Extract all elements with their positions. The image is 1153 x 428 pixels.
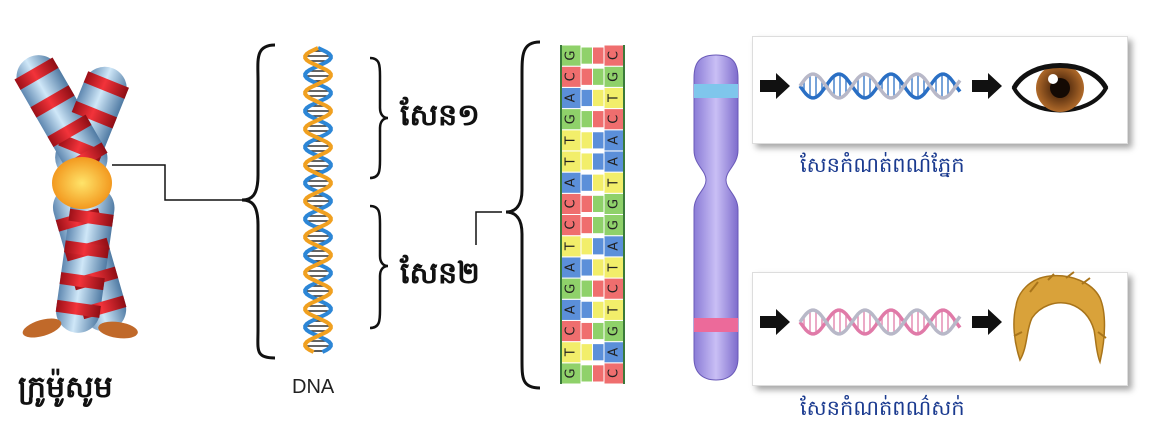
base-letter: C — [564, 326, 579, 335]
base-letter: G — [564, 284, 579, 294]
base-letter: A — [564, 263, 579, 272]
base-letter: A — [607, 348, 622, 357]
dna-helix-icon — [303, 46, 333, 354]
dna-label: DNA — [292, 376, 335, 398]
eye-color-gene-label: សែនកំណត់ពណ៌ភ្នែក — [800, 153, 965, 177]
base-letter: G — [564, 368, 579, 378]
base-letter: A — [607, 157, 622, 166]
base-letter: T — [564, 242, 579, 251]
base-letter: A — [564, 93, 579, 102]
base-letter: A — [607, 136, 622, 145]
base-letter: G — [607, 72, 622, 82]
base-letter: C — [564, 199, 579, 208]
base-letter: A — [564, 305, 579, 314]
base-letter: G — [607, 326, 622, 336]
base-letter: G — [607, 199, 622, 209]
chromosome-label: ក្រូម៉ូសូម — [18, 370, 113, 405]
base-letter: T — [607, 94, 622, 103]
base-letter: C — [607, 51, 622, 60]
gene1-label: សែន១ — [400, 98, 480, 133]
arrow-right-icon — [760, 309, 790, 335]
chromosome-arm-icon — [693, 54, 739, 381]
eye-icon — [1011, 63, 1109, 113]
dna-helix-icon — [798, 72, 962, 100]
base-letter: T — [564, 158, 579, 167]
hair-icon — [1013, 271, 1107, 365]
base-letter: C — [607, 284, 622, 293]
arrow-right-icon — [760, 73, 790, 99]
dna-helix-icon — [798, 308, 962, 336]
gene2-label: សែន២ — [400, 256, 480, 291]
base-letter: C — [607, 115, 622, 124]
base-letter: A — [564, 178, 579, 187]
base-letter: T — [564, 136, 579, 145]
base-letter: G — [607, 220, 622, 230]
arrow-right-icon — [972, 309, 1002, 335]
base-sequence-ladder: G C T A C G A T G C A T T A C G C G A T T A T A G C A T C G G C — [560, 44, 625, 385]
base-letter: T — [607, 306, 622, 315]
base-letter: T — [564, 348, 579, 357]
base-letter: C — [564, 72, 579, 81]
base-letter: C — [607, 369, 622, 378]
base-letter: A — [607, 242, 622, 251]
hair-color-gene-label: សែនកំណត់ពណ៌សក់ — [800, 396, 965, 420]
base-letter: T — [607, 263, 622, 272]
base-letter: G — [564, 114, 579, 124]
chromosome-icon — [14, 55, 138, 339]
arrow-right-icon — [972, 73, 1002, 99]
base-letter: C — [564, 221, 579, 230]
base-letter: G — [564, 51, 579, 61]
base-letter: T — [607, 179, 622, 188]
